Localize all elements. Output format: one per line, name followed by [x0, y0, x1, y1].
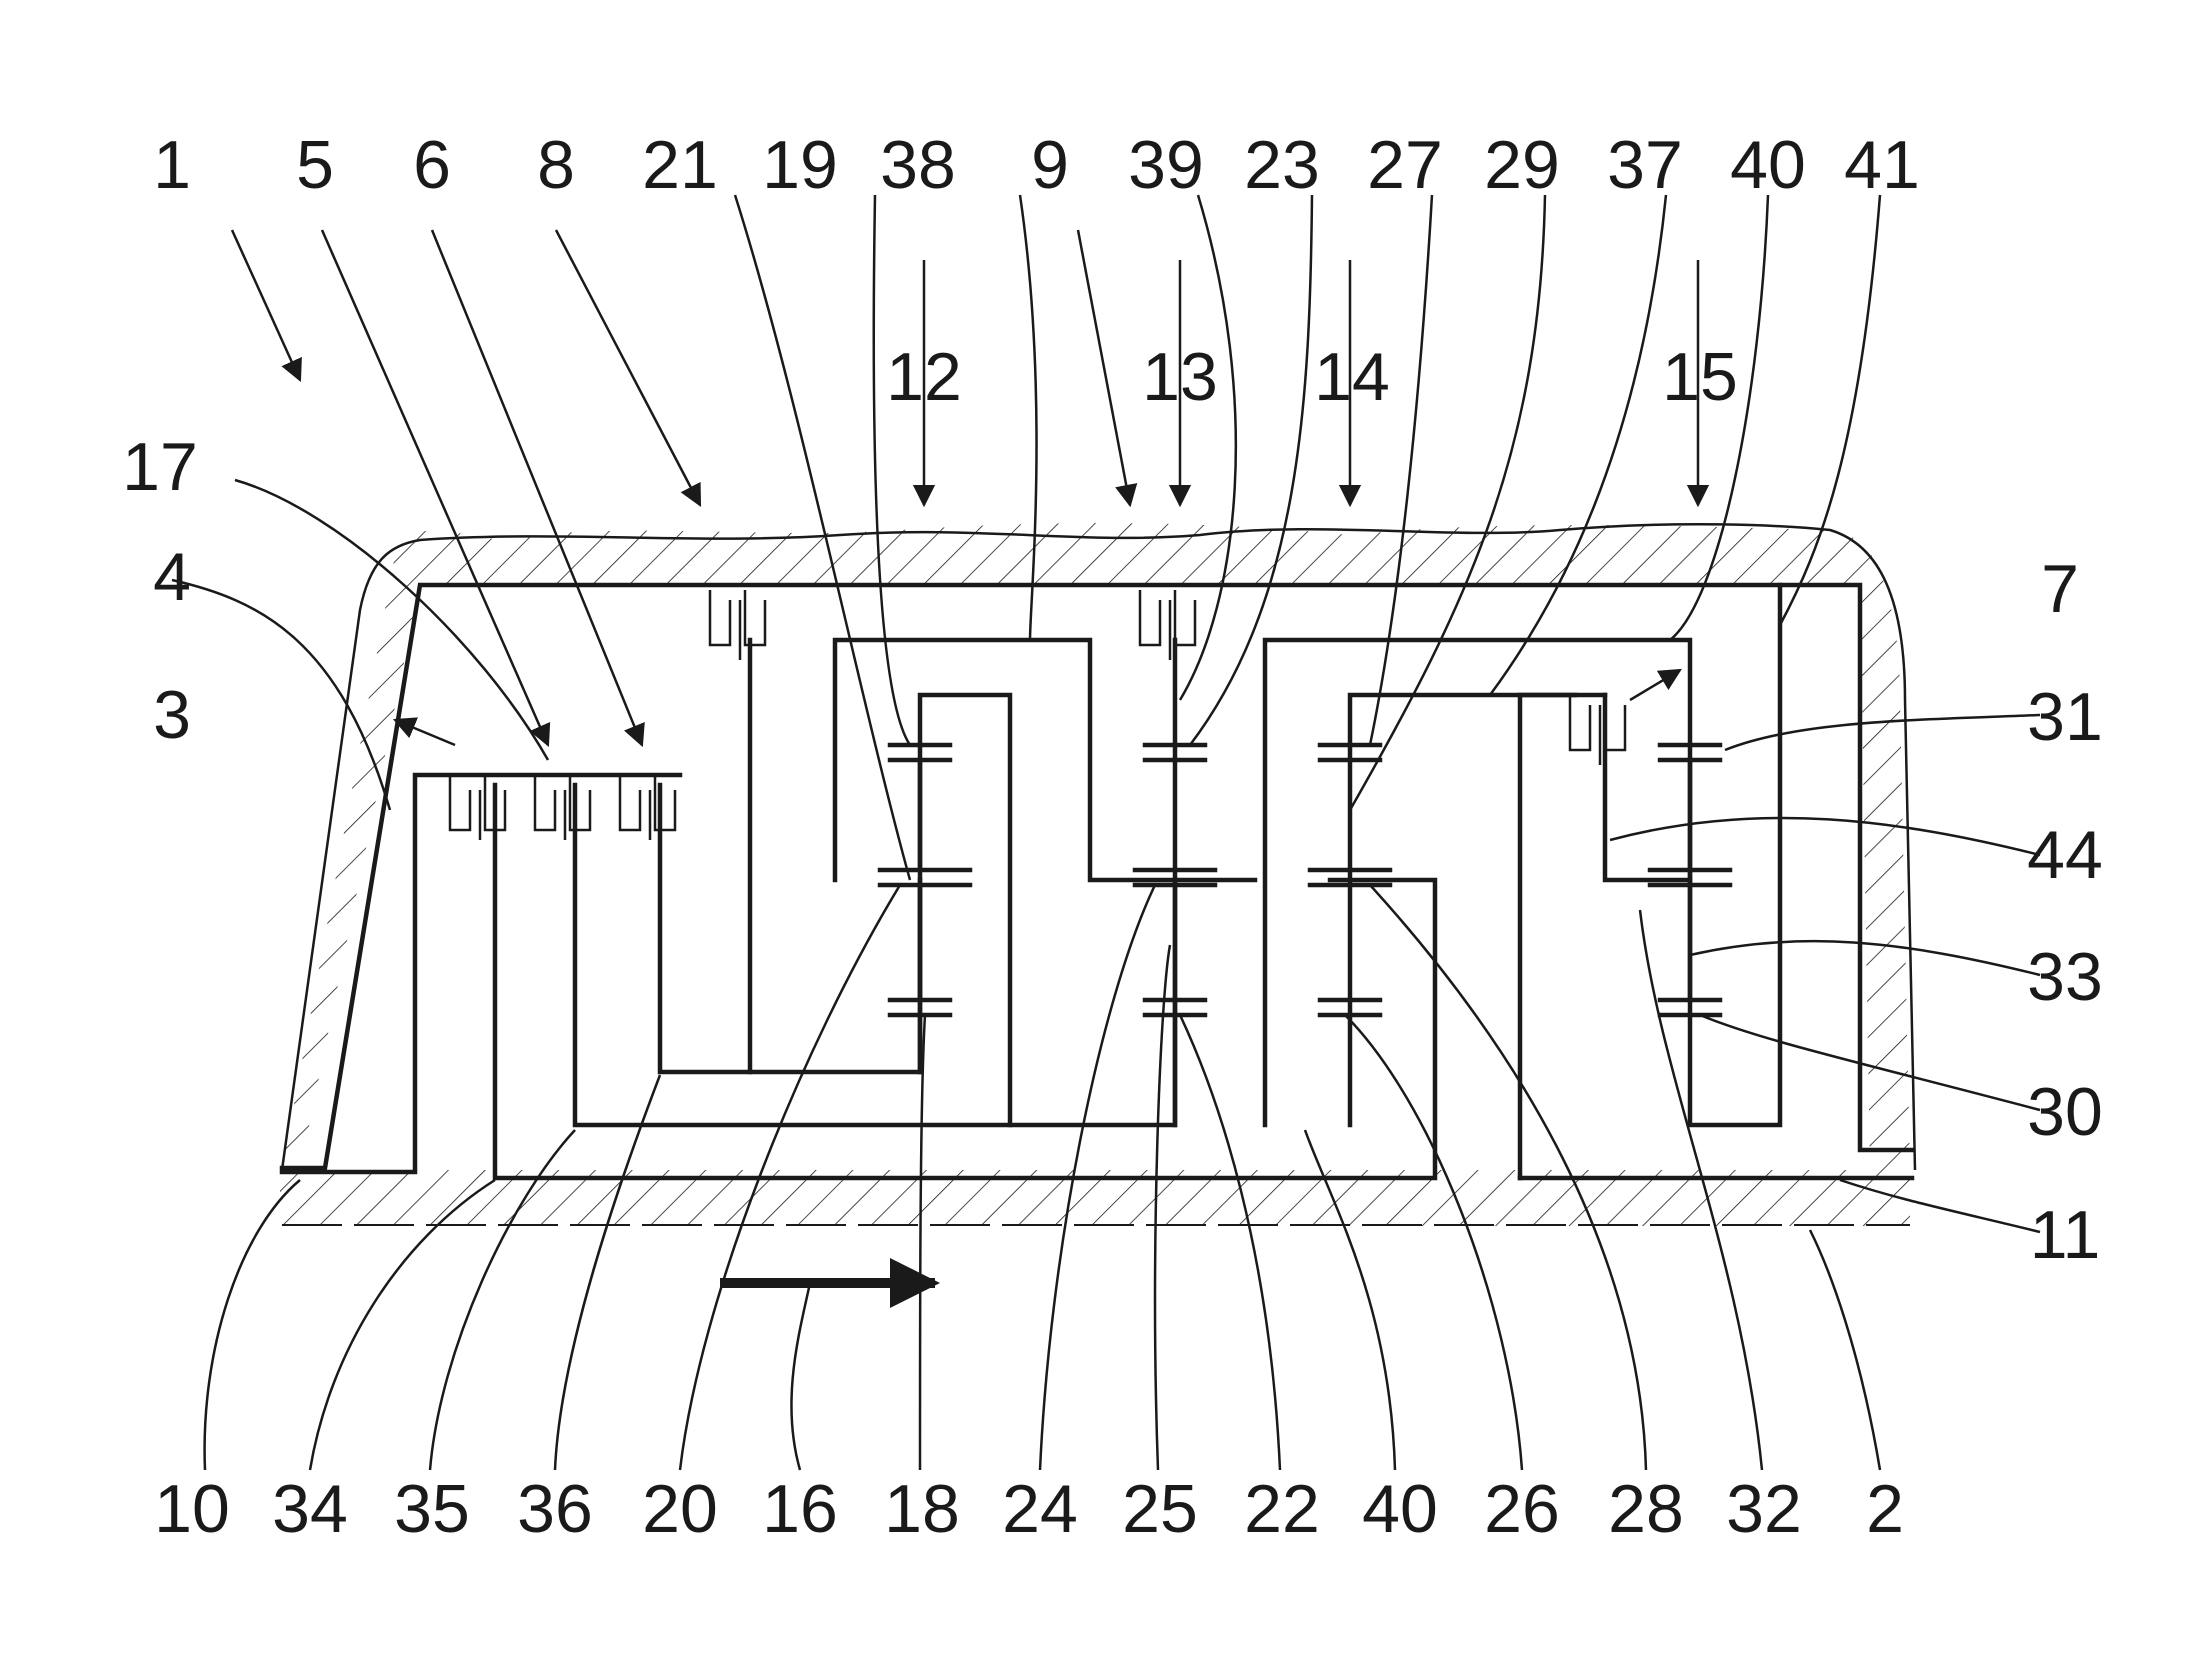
- label-right-5: 11: [2030, 1197, 2101, 1273]
- leader-lines: [172, 195, 2040, 1470]
- label-right-4: 30: [2027, 1074, 2103, 1150]
- shaft-34: [495, 785, 1435, 1178]
- brake-7: [1570, 695, 1625, 765]
- housing: [280, 523, 1915, 1226]
- label-top-3: 8: [537, 127, 575, 203]
- label-top-11: 29: [1484, 127, 1560, 203]
- label-second-1: 13: [1142, 339, 1218, 415]
- planet-set-12: [880, 745, 970, 1015]
- label-second-2: 14: [1314, 339, 1390, 415]
- label-bottom-9: 22: [1244, 1471, 1320, 1547]
- label-top-9: 23: [1244, 127, 1320, 203]
- label-right-0: 7: [2041, 551, 2079, 627]
- shaft-36: [660, 785, 920, 1072]
- label-top-10: 27: [1367, 127, 1443, 203]
- housing-hatched-region: [282, 523, 1910, 1170]
- label-top-13: 40: [1730, 127, 1806, 203]
- label-bottom-10: 40: [1362, 1471, 1438, 1547]
- label-top-5: 19: [762, 127, 838, 203]
- brake-21: [710, 590, 765, 660]
- label-top-6: 38: [880, 127, 956, 203]
- label-bottom-7: 24: [1002, 1471, 1078, 1547]
- label-top-0: 1: [153, 127, 191, 203]
- carrier-40: [1265, 585, 1780, 1125]
- top-row-labels: 1 5 6 8 21 19 38 9 39 23 27 29 37 40 41: [153, 127, 1920, 203]
- planet-gears: [880, 745, 1730, 1015]
- label-bottom-11: 26: [1484, 1471, 1560, 1547]
- label-left-1: 4: [153, 539, 191, 615]
- label-bottom-3: 36: [517, 1471, 593, 1547]
- label-bottom-14: 2: [1866, 1471, 1904, 1547]
- label-top-12: 37: [1607, 127, 1683, 203]
- label-bottom-13: 32: [1726, 1471, 1802, 1547]
- label-top-2: 6: [413, 127, 451, 203]
- housing-outline: [282, 524, 1915, 1170]
- label-right-2: 44: [2027, 817, 2103, 893]
- clutch-4: [415, 775, 680, 840]
- label-bottom-1: 34: [272, 1471, 348, 1547]
- label-bottom-0: 10: [154, 1471, 230, 1547]
- label-second-0: 12: [886, 339, 962, 415]
- label-bottom-6: 18: [884, 1471, 960, 1547]
- label-top-7: 9: [1031, 127, 1069, 203]
- housing-inner-wall: [282, 585, 1912, 1168]
- label-left-0: 17: [122, 429, 198, 505]
- drive-shafts: [282, 585, 1912, 1178]
- gear-44: [1605, 695, 1690, 880]
- ring-27: [1350, 695, 1605, 1125]
- reference-labels: 1 5 6 8 21 19 38 9 39 23 27 29 37 40 41 …: [122, 127, 2103, 1547]
- brake-39: [1140, 590, 1195, 660]
- label-bottom-8: 25: [1122, 1471, 1198, 1547]
- label-top-8: 39: [1128, 127, 1204, 203]
- label-top-4: 21: [642, 127, 718, 203]
- shift-elements: [415, 590, 1625, 840]
- shaft-32: [1520, 695, 1575, 1178]
- label-right-1: 31: [2027, 679, 2103, 755]
- label-top-1: 5: [296, 127, 334, 203]
- label-top-14: 41: [1844, 127, 1920, 203]
- label-right-3: 33: [2027, 939, 2103, 1015]
- left-side-labels: 17 4 3: [122, 429, 198, 753]
- right-side-labels: 7 31 44 33 30 11: [2027, 551, 2103, 1273]
- label-left-2: 3: [153, 677, 191, 753]
- second-row-labels: 12 13 14 15: [886, 339, 1738, 415]
- label-bottom-4: 20: [642, 1471, 718, 1547]
- bottom-row-labels: 10 34 35 36 20 16 18 24 25 22 40 26 28 3…: [154, 1471, 1904, 1547]
- label-second-3: 15: [1662, 339, 1738, 415]
- label-bottom-2: 35: [394, 1471, 470, 1547]
- label-bottom-5: 16: [762, 1471, 838, 1547]
- label-bottom-12: 28: [1608, 1471, 1684, 1547]
